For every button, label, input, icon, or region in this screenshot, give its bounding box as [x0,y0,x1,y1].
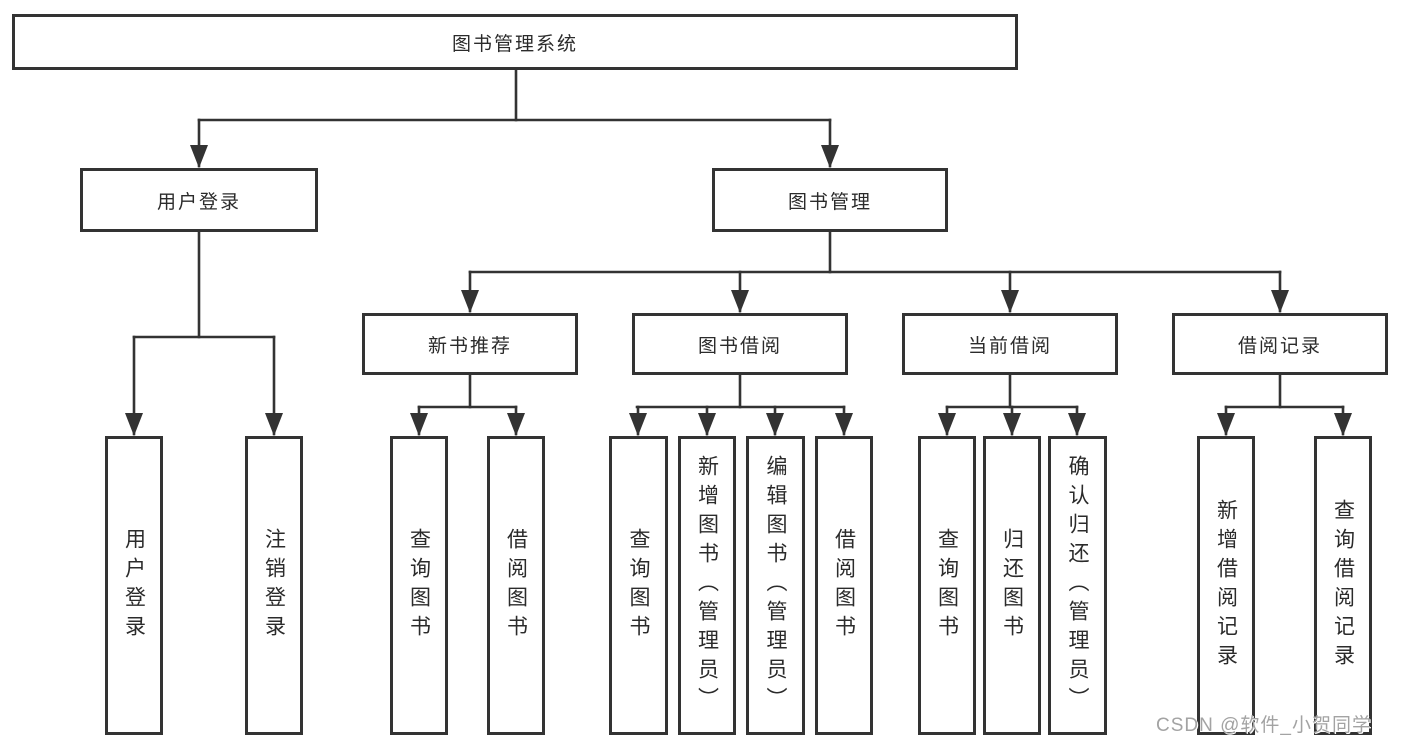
node-book-borrowing: 图书借阅 [632,313,848,375]
leaf-nbr-borrow-books: 借阅图书 [487,436,545,735]
leaf-user-login: 用户登录 [105,436,163,735]
leaf-bb-add-books-admin: 新增图书（管理员） [678,436,736,735]
leaf-bb-borrow-books-label: 借阅图书 [832,527,856,644]
leaf-nbr-query-books: 查询图书 [390,436,448,735]
leaf-logout-login: 注销登录 [245,436,303,735]
leaf-user-login-label: 用户登录 [122,527,146,644]
leaf-nbr-borrow-books-label: 借阅图书 [504,527,528,644]
leaf-br-query-record: 查询借阅记录 [1314,436,1372,735]
leaf-br-query-record-label: 查询借阅记录 [1331,498,1355,673]
leaf-cb-return-books: 归还图书 [983,436,1041,735]
leaf-br-add-record-label: 新增借阅记录 [1214,498,1238,673]
node-borrowing-records: 借阅记录 [1172,313,1388,375]
node-new-book-recommend: 新书推荐 [362,313,578,375]
leaf-nbr-query-books-label: 查询图书 [407,527,431,644]
leaf-br-add-record: 新增借阅记录 [1197,436,1255,735]
leaf-cb-query-books: 查询图书 [918,436,976,735]
leaf-bb-edit-books-admin: 编辑图书（管理员） [746,436,805,735]
leaf-cb-query-books-label: 查询图书 [935,527,959,644]
node-user-login: 用户登录 [80,168,318,232]
leaf-cb-confirm-return-admin: 确认归还（管理员） [1048,436,1107,735]
leaf-cb-confirm-return-admin-label: 确认归还（管理员） [1066,455,1089,716]
leaf-bb-query-books: 查询图书 [609,436,668,735]
leaf-logout-login-label: 注销登录 [262,527,286,644]
leaf-bb-add-books-admin-label: 新增图书（管理员） [695,455,719,716]
leaf-bb-query-books-label: 查询图书 [627,527,650,644]
leaf-bb-edit-books-admin-label: 编辑图书（管理员） [764,455,787,716]
node-current-borrowing: 当前借阅 [902,313,1118,375]
node-book-management: 图书管理 [712,168,948,232]
leaf-cb-return-books-label: 归还图书 [1000,527,1024,644]
csdn-watermark: CSDN @软件_小贺同学 [1156,715,1372,736]
node-root: 图书管理系统 [12,14,1018,70]
leaf-bb-borrow-books: 借阅图书 [815,436,873,735]
